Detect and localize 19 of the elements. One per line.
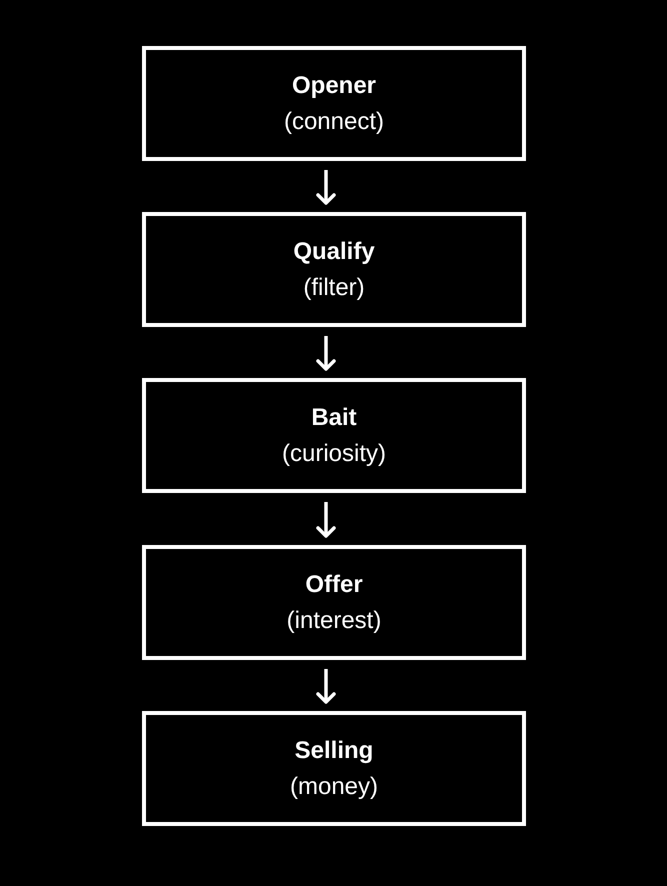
process-box (142, 711, 526, 826)
arrow (316, 502, 336, 538)
process-box (142, 46, 526, 161)
step-title: Selling (294, 736, 374, 766)
step-title: Qualify (293, 236, 375, 266)
step-subtitle: (curiosity) (282, 438, 386, 468)
arrow (316, 170, 336, 205)
process-box (142, 378, 526, 493)
step-subtitle: (interest) (286, 606, 382, 636)
step-subtitle: (connect) (284, 106, 384, 136)
process-box (142, 545, 526, 660)
arrow (316, 336, 336, 371)
process-box (142, 212, 526, 327)
arrow (316, 669, 336, 704)
step-title: Opener (292, 70, 376, 100)
step-subtitle: (money) (290, 772, 378, 802)
step-subtitle: (filter) (303, 272, 365, 302)
step-title: Offer (305, 570, 363, 600)
step-title: Bait (311, 402, 357, 432)
